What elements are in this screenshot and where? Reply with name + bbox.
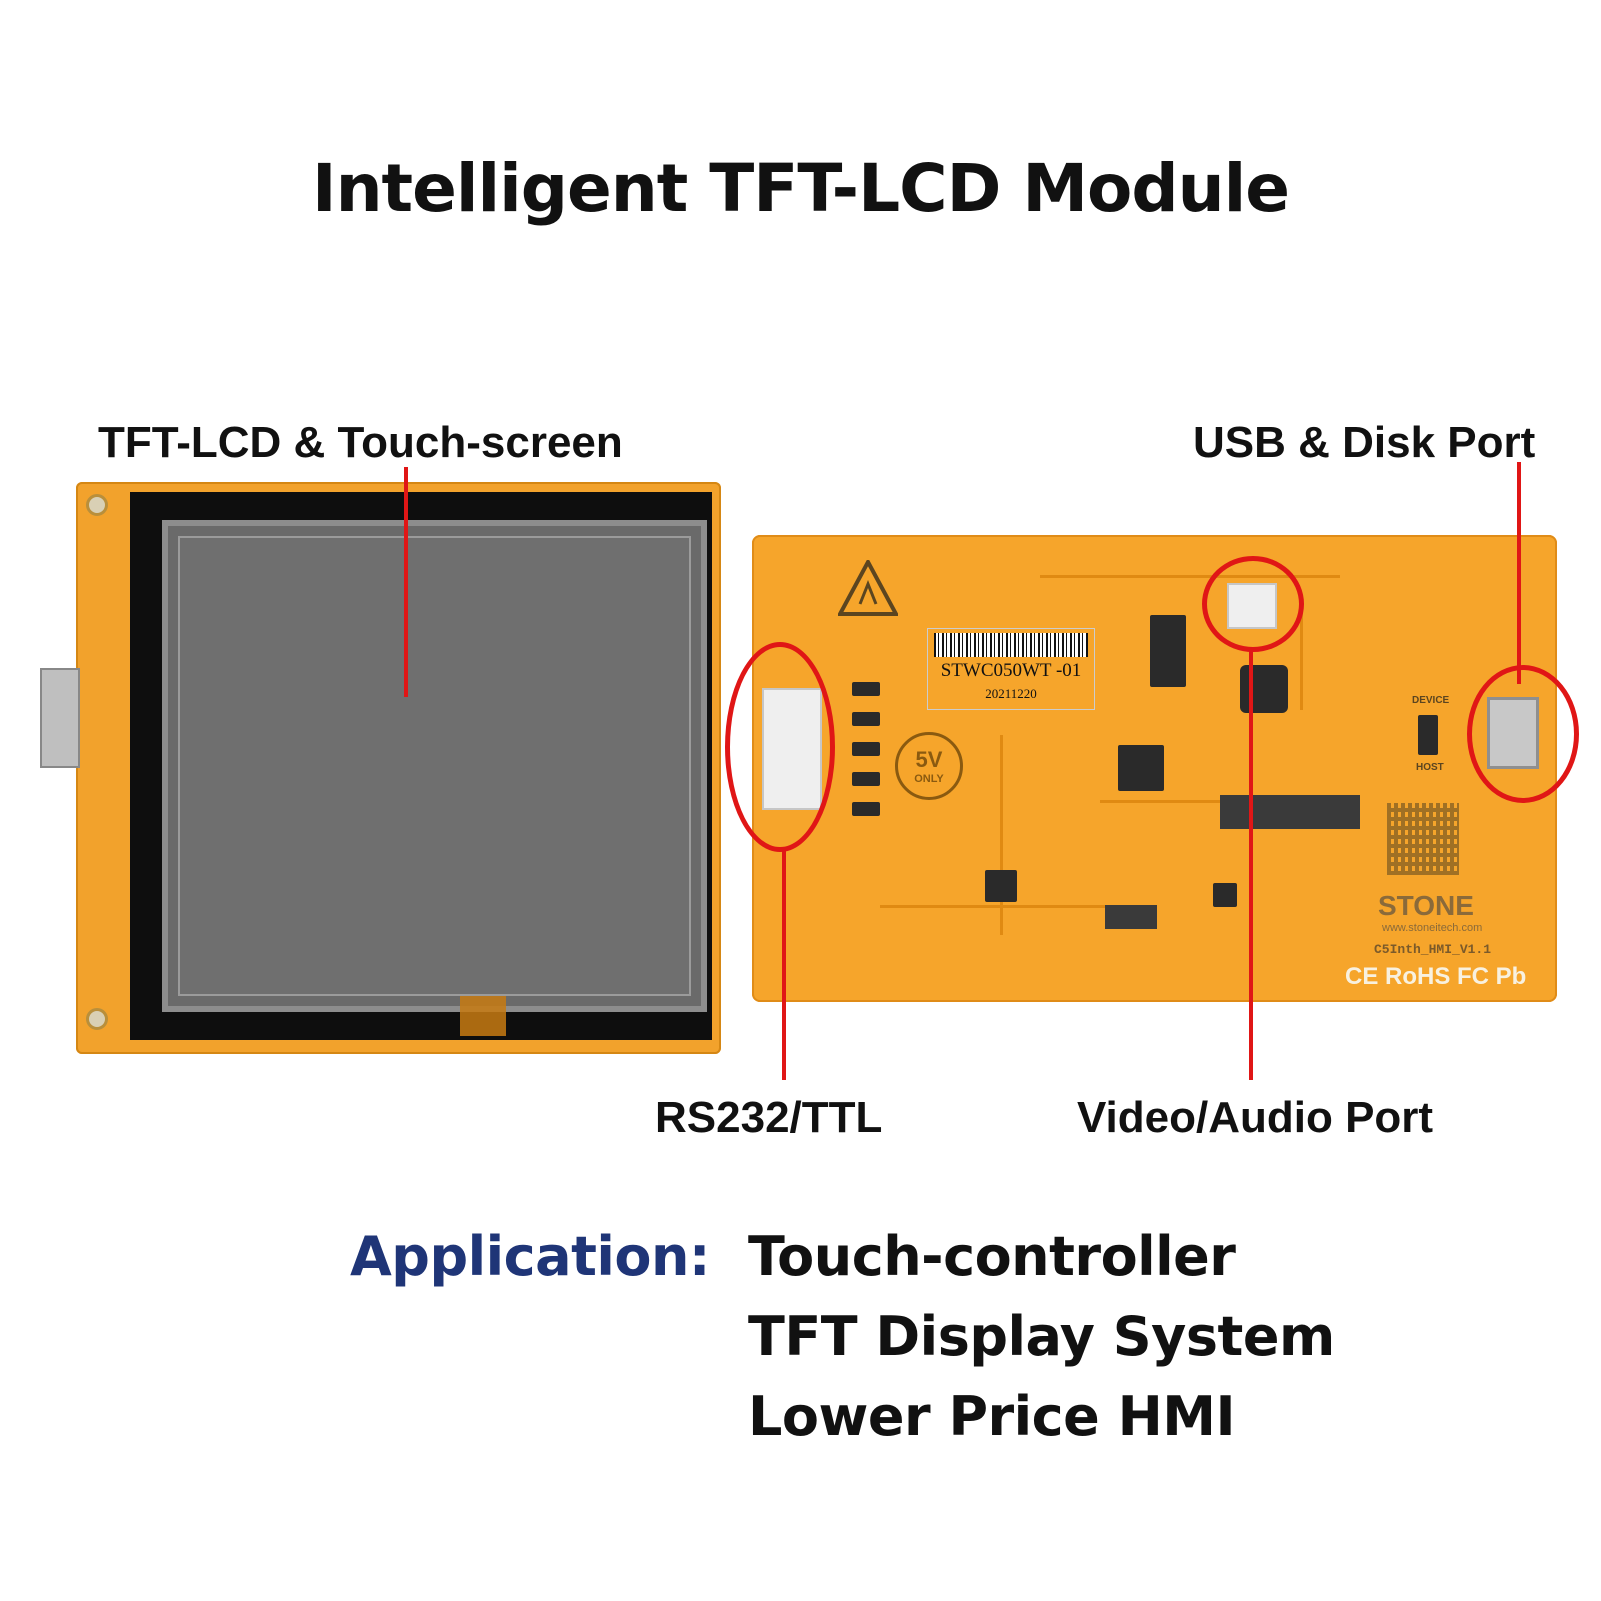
- diode: [852, 712, 880, 726]
- pcb-trace: [1040, 575, 1340, 578]
- video-audio-highlight: [1202, 556, 1304, 652]
- ic-chip: [1213, 883, 1237, 907]
- switch-device-label: DEVICE: [1412, 695, 1450, 706]
- diode: [852, 772, 880, 786]
- model-number: STWC050WT -01: [940, 660, 1082, 681]
- ic-chip: [1118, 745, 1164, 791]
- power-badge: 5V ONLY: [895, 732, 963, 800]
- ic-chip: [985, 870, 1017, 902]
- touch-screen-area: [178, 536, 691, 996]
- certification-marks: CE RoHS FC Pb: [1345, 963, 1527, 990]
- rs232-callout: RS232/TTL: [655, 1093, 883, 1142]
- barcode: [934, 633, 1088, 657]
- application-label: Application:: [350, 1225, 711, 1288]
- website-text: www.stoneitech.com: [1382, 922, 1483, 934]
- application-item-lower-price-hmi: Lower Price HMI: [748, 1385, 1236, 1448]
- dip-switch: [1418, 715, 1438, 755]
- diode: [852, 802, 880, 816]
- esd-warning-icon: [838, 560, 898, 616]
- board-version: C5Inth_HMI_V1.1: [1374, 942, 1492, 957]
- rs232-leader: [782, 850, 786, 1080]
- ic-chip: [1150, 615, 1186, 687]
- diode: [852, 742, 880, 756]
- qr-code: [1387, 803, 1459, 875]
- brand-logo: STONE: [1378, 890, 1474, 921]
- video-audio-leader: [1249, 650, 1253, 1080]
- pcb-trace: [1300, 610, 1303, 710]
- video-audio-callout: Video/Audio Port: [1077, 1093, 1434, 1142]
- touchscreen-leader: [404, 467, 408, 697]
- switch-host-label: HOST: [1416, 762, 1444, 773]
- mounting-hole: [86, 1008, 108, 1030]
- pcb-trace: [880, 905, 1140, 908]
- touchscreen-callout: TFT-LCD & Touch-screen: [98, 418, 623, 467]
- usb-disk-callout: USB & Disk Port: [1193, 418, 1536, 467]
- application-item-touch-controller: Touch-controller: [748, 1225, 1236, 1288]
- touch-flex-cable: [460, 996, 506, 1036]
- model-sticker: [927, 628, 1095, 710]
- pcb-trace: [1000, 735, 1003, 935]
- mounting-hole: [86, 494, 108, 516]
- front-usb-connector: [40, 668, 80, 768]
- ffc-connector: [1220, 795, 1360, 829]
- diode: [852, 682, 880, 696]
- inductor: [1240, 665, 1288, 713]
- manufacture-date: 20211220: [985, 686, 1037, 701]
- usb-disk-highlight: [1467, 665, 1579, 803]
- ffc-connector: [1105, 905, 1157, 929]
- application-item-tft-display-system: TFT Display System: [748, 1305, 1335, 1368]
- page-title: Intelligent TFT-LCD Module: [312, 150, 1290, 227]
- power-badge-voltage: 5V: [915, 747, 943, 772]
- rs232-highlight: [725, 642, 835, 852]
- power-badge-sub: ONLY: [914, 773, 944, 785]
- usb-disk-leader: [1517, 462, 1521, 684]
